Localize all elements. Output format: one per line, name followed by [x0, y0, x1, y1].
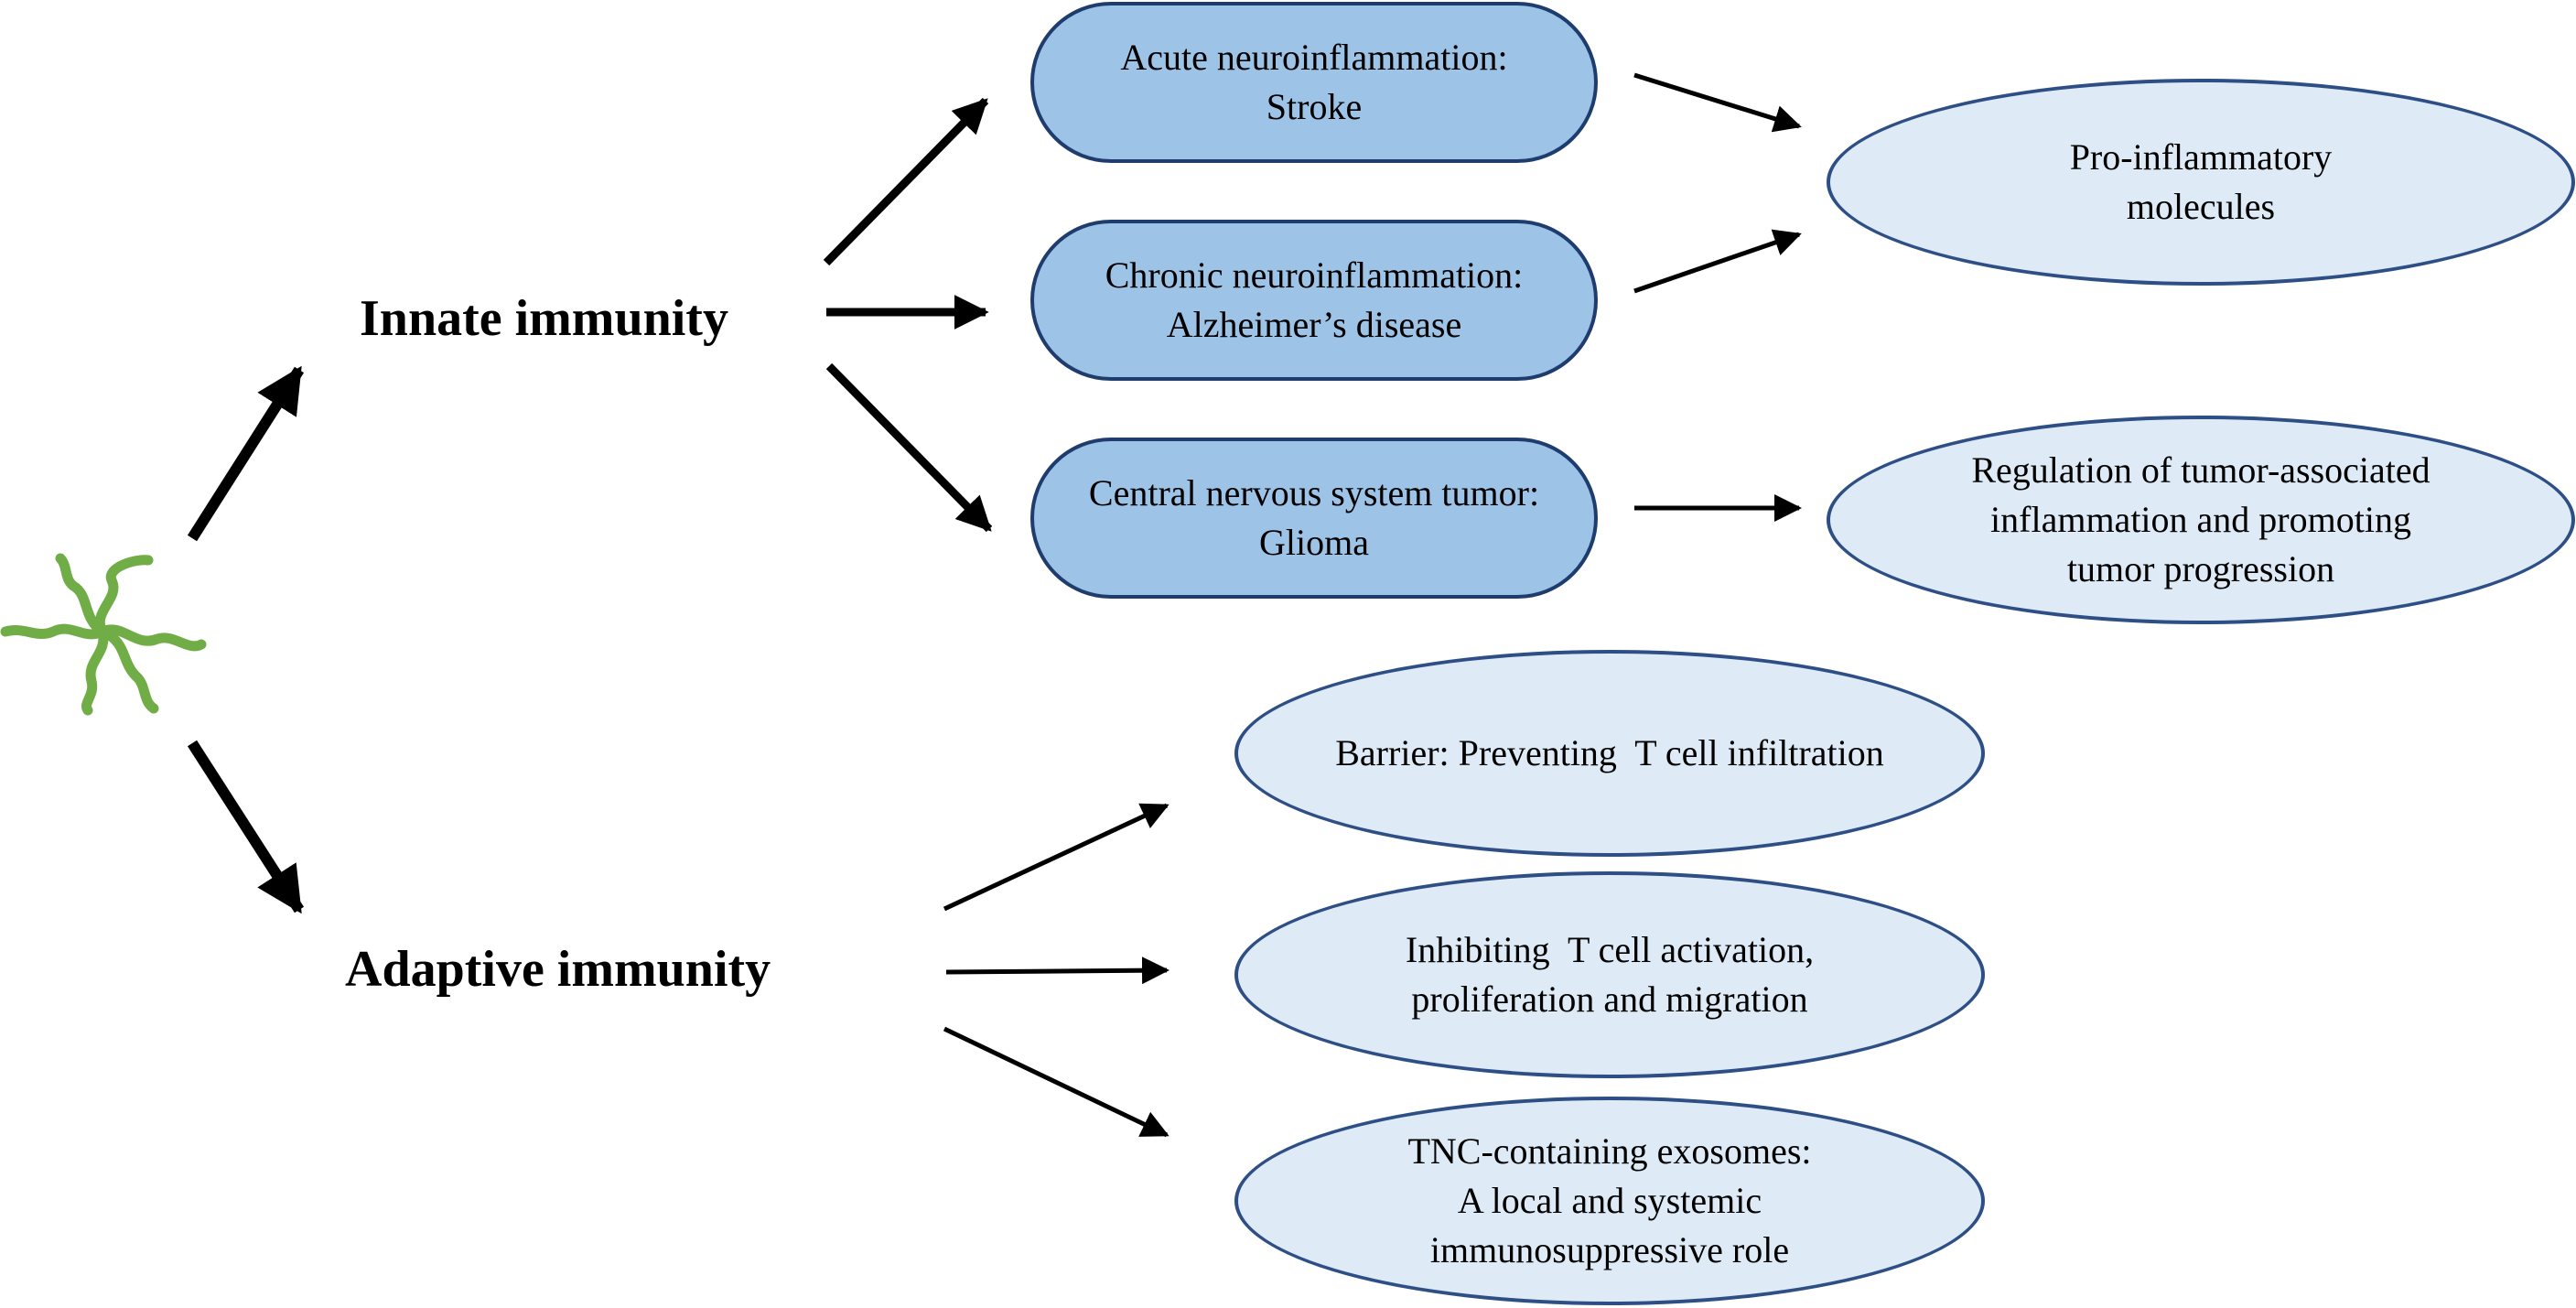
node-line: inflammation and promoting [1990, 499, 2411, 540]
node-line: Glioma [1259, 522, 1369, 563]
node-line: Central nervous system tumor: [1088, 472, 1540, 513]
arrow-stroke-to-proinflammatory [1633, 72, 1802, 133]
node-line: Pro-inflammatory [2069, 136, 2333, 178]
node-cns-tumor: Central nervous system tumor: Glioma [1030, 438, 1598, 599]
node-line: molecules [2126, 186, 2276, 227]
node-line: proliferation and migration [1411, 978, 1808, 1020]
arrow-to-adaptive [187, 740, 305, 914]
arrow-adaptive-to-inhibiting [945, 957, 1169, 985]
node-acute-neuroinflammation: Acute neuroinflammation: Stroke [1030, 2, 1598, 163]
arrow-alzheimers-to-proinflammatory [1633, 229, 1802, 294]
node-line: TNC-containing exosomes: [1407, 1130, 1812, 1172]
node-chronic-neuroinflammation: Chronic neuroinflammation: Alzheimer’s d… [1030, 220, 1598, 381]
node-pro-inflammatory-molecules: Pro-inflammatory molecules [1827, 79, 2575, 286]
arrow-adaptive-to-barrier [943, 803, 1169, 912]
node-line: immunosuppressive role [1429, 1229, 1790, 1270]
node-line: Barrier: Preventing T cell infiltration [1335, 732, 1884, 773]
arrow-to-innate [187, 365, 305, 542]
node-line: Inhibiting T cell activation, [1405, 929, 1815, 970]
arrow-innate-to-glioma [825, 362, 993, 533]
node-tumor-inflammation-regulation: Regulation of tumor-associated inflammat… [1827, 416, 2575, 624]
node-line: tumor progression [2066, 548, 2335, 589]
tenascin-c-molecule-icon [0, 553, 207, 716]
node-line: Alzheimer’s disease [1166, 304, 1462, 345]
innate-immunity-label: Innate immunity [360, 290, 728, 347]
arrow-innate-to-stroke [823, 97, 989, 266]
node-line: Chronic neuroinflammation: [1105, 254, 1524, 296]
node-line: Stroke [1266, 86, 1363, 127]
adaptive-immunity-label: Adaptive immunity [345, 941, 771, 998]
arrow-adaptive-to-exosomes [943, 1026, 1169, 1138]
node-inhibiting-t-cell-activation: Inhibiting T cell activation, proliferat… [1234, 871, 1985, 1078]
node-line: Regulation of tumor-associated [1971, 449, 2430, 491]
node-barrier-t-cell-infiltration: Barrier: Preventing T cell infiltration [1234, 650, 1985, 857]
node-tnc-exosomes: TNC-containing exosomes: A local and sys… [1234, 1097, 1985, 1305]
node-line: A local and systemic [1457, 1180, 1762, 1221]
node-line: Acute neuroinflammation: [1120, 37, 1508, 78]
